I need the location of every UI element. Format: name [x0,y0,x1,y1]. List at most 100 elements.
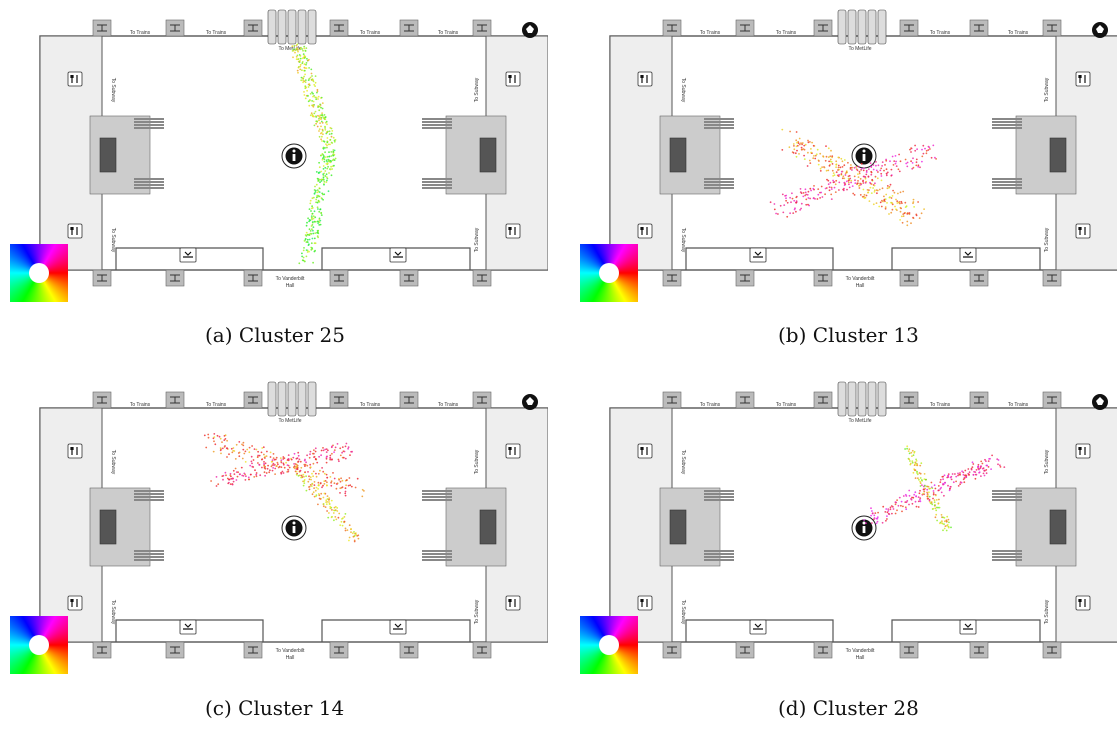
trajectory-point [334,505,337,508]
trajectory-point [344,494,347,497]
trajectory-point [309,99,311,101]
trajectory-point [319,482,322,484]
trajectory-point [243,452,246,455]
trajectory-point [303,80,306,83]
trajectory-point [314,191,317,193]
trajectory-point [309,484,312,486]
trajectory-point [328,501,330,503]
trajectory-point [947,475,950,477]
trajectory-point [974,471,977,473]
trajectory-point [229,483,232,485]
trajectory-point [324,175,327,177]
restaurant-icon [505,443,521,459]
trajectory-point [876,192,878,195]
trajectory-point [919,464,922,467]
trajectory-point [830,198,833,201]
trajectory-point [858,187,861,189]
stairs-icon [969,269,989,287]
trajectory-point [318,128,321,130]
trajectory-point [997,463,999,466]
trajectory-point [309,476,312,479]
trajectory-point [321,128,324,131]
trajectory-point [862,179,864,182]
stairs-icon [735,19,755,37]
trajectory-point [314,450,317,453]
stairs-icon [92,391,112,409]
trajectory-point [301,61,304,63]
trajectory-point [877,164,880,167]
stairs-icon [662,641,682,659]
trajectory-point [884,198,887,201]
trajectory-point [911,502,914,505]
trajectory-point [238,441,241,443]
trajectory-point [314,489,317,492]
trajectory-point [323,183,325,186]
trajectory-point [334,509,336,512]
trajectory-point [271,464,274,466]
trajectory-point [926,488,929,491]
trajectory-point [317,178,319,180]
map-label: To Trains [206,30,227,36]
trajectory-point [975,473,978,476]
trajectory-point [947,484,949,487]
trajectory-point [217,483,220,486]
trajectory-point [333,482,336,485]
wheel-center [599,263,619,283]
escalator-bank [992,487,1077,567]
trajectory-point [928,495,931,498]
color-wheel-legend [580,244,638,302]
trajectory-point [272,457,275,459]
trajectory-point [294,463,297,465]
trajectory-point [293,467,296,470]
trajectory-point [317,105,320,108]
trajectory-point [852,192,855,195]
trajectory-point [853,175,856,178]
trajectory-point [871,510,873,512]
trajectory-point [824,159,827,162]
trajectory-point [312,226,315,229]
trajectory-point [215,476,218,478]
trajectory-point [875,202,878,205]
trajectory-point [314,447,317,450]
trajectory-point [981,462,984,465]
trajectory-point [303,475,305,478]
trajectory-point [337,516,340,519]
trajectory-point [796,149,798,152]
stairs-icon [899,269,919,287]
trajectory-point [275,456,278,459]
trajectory-point [916,470,918,473]
trajectory-point [821,166,823,169]
trajectory-point [856,182,859,185]
trajectory-point [968,473,970,476]
trajectory-point [324,448,327,451]
trajectory-point [882,200,884,203]
trajectory-point [964,469,967,472]
trajectory-point [282,463,285,466]
trajectory-point [915,213,918,216]
trajectory-point [948,521,950,524]
escalator-bank [659,115,734,195]
trajectory-point [350,450,352,453]
trajectory-point [227,482,230,485]
trajectory-point [809,141,811,143]
trajectory-point [311,483,314,485]
trajectory-point [1003,466,1006,468]
trajectory-point [824,193,826,196]
caption-label: (d) [778,696,807,720]
ticket-booth-icon [179,619,197,635]
map-label: To Subway [110,78,116,103]
trajectory-point [295,58,298,61]
trajectory-point [235,479,238,481]
trajectory-point [876,517,879,520]
trajectory-point [326,162,329,165]
trajectory-point [303,247,305,249]
trajectory-point [291,50,294,52]
trajectory-point [793,208,796,211]
trajectory-point [887,510,890,512]
trajectory-point [799,191,802,194]
trajectory-point [917,165,920,168]
trajectory-point [311,224,314,226]
turnstiles-icon [267,9,317,45]
trajectory-point [283,466,286,469]
map-label: To Subway [474,449,480,474]
